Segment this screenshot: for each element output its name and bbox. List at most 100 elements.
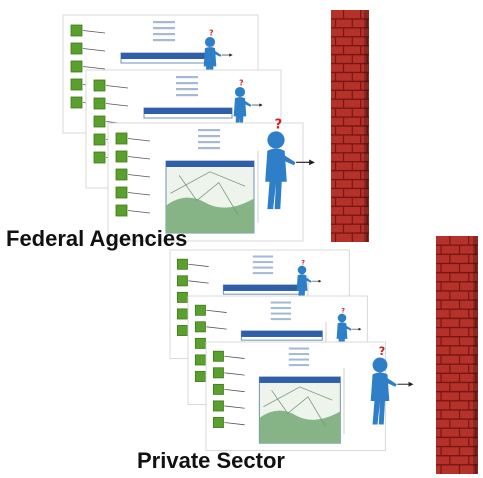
question-mark-icon: ?	[301, 258, 305, 266]
wall-shade	[473, 236, 478, 474]
server-node-icon	[176, 258, 188, 270]
window-title-bar	[121, 53, 209, 59]
node-connector	[82, 66, 106, 70]
federal-agencies-label: Federal Agencies	[6, 226, 188, 251]
server-node-icon	[115, 186, 128, 199]
person-arm	[243, 100, 252, 107]
text-line	[270, 307, 292, 310]
person-arm	[385, 377, 397, 387]
text-line	[176, 94, 198, 97]
node-connector	[224, 422, 245, 426]
node-connector	[224, 372, 245, 376]
question-mark-icon: ?	[239, 78, 243, 87]
text-line	[288, 353, 310, 356]
person-head	[372, 357, 388, 373]
text-line	[270, 318, 292, 321]
person-head	[204, 36, 216, 48]
text-line	[288, 347, 310, 350]
server-node-icon	[212, 350, 224, 362]
map-land	[166, 197, 254, 233]
server-node-icon	[194, 304, 206, 316]
node-connector	[127, 138, 151, 142]
server-node-icon	[176, 325, 188, 336]
node-connector	[127, 210, 151, 214]
node-connector	[224, 405, 245, 409]
server-node-icon	[194, 337, 206, 349]
text-line	[252, 261, 274, 264]
map-land	[259, 410, 341, 444]
arrow-head-icon	[309, 159, 315, 166]
node-connector	[224, 355, 245, 359]
window-title-bar	[223, 284, 305, 291]
window-title-bar	[259, 376, 341, 383]
server-node-icon	[115, 168, 128, 181]
text-line	[270, 312, 292, 315]
node-connector	[82, 30, 106, 34]
server-node-icon	[176, 291, 188, 303]
federal-person-front: ?	[265, 117, 315, 210]
question-mark-icon: ?	[379, 345, 385, 358]
text-line	[153, 21, 175, 24]
server-node-icon	[212, 367, 224, 379]
server-node-icon	[212, 383, 224, 395]
map-road	[263, 386, 333, 408]
server-node-icon	[212, 400, 224, 412]
server-node-icon	[194, 354, 206, 366]
map-window-icon	[143, 107, 233, 119]
server-node-icon	[70, 60, 83, 73]
server-node-icon	[115, 204, 128, 217]
person-body	[265, 148, 287, 210]
private-firewall	[436, 236, 478, 474]
text-line	[198, 129, 220, 132]
map-road	[170, 171, 246, 194]
node-connector	[206, 309, 227, 313]
node-connector	[127, 156, 151, 160]
federal-firewall	[331, 10, 369, 242]
arrow-head-icon	[358, 327, 362, 331]
window-title-bar	[144, 108, 232, 114]
private-person-front: ?	[370, 345, 414, 425]
person-head	[337, 313, 347, 323]
arrow-head-icon	[229, 53, 233, 57]
question-mark-icon: ?	[341, 306, 345, 314]
person-arm	[305, 277, 312, 283]
wall-shade	[364, 10, 369, 242]
node-connector	[82, 48, 106, 52]
question-mark-icon: ?	[209, 28, 213, 37]
text-line	[252, 266, 274, 269]
person-arm	[282, 154, 296, 166]
server-node-icon	[93, 151, 106, 164]
text-line	[198, 135, 220, 138]
node-connector	[188, 263, 209, 267]
server-node-icon	[70, 78, 83, 91]
person-head	[267, 131, 285, 149]
server-node-icon	[115, 150, 128, 163]
map-road	[178, 175, 239, 216]
text-line	[176, 76, 198, 79]
text-line	[288, 358, 310, 361]
window-title-bar	[241, 330, 323, 337]
server-node-icon	[212, 417, 224, 428]
server-node-icon	[176, 275, 188, 287]
text-line	[153, 39, 175, 42]
text-line	[270, 301, 292, 304]
node-connector	[105, 85, 129, 89]
node-connector	[127, 192, 151, 196]
text-line	[153, 33, 175, 36]
question-mark-icon: ?	[275, 117, 283, 132]
window-title-bar	[166, 161, 254, 167]
text-line	[198, 147, 220, 150]
map-road	[271, 389, 327, 427]
text-line	[176, 82, 198, 85]
map-window-icon	[240, 330, 323, 341]
arrow-head-icon	[318, 279, 322, 283]
node-connector	[206, 326, 227, 330]
map-window-icon	[120, 52, 210, 64]
text-line	[176, 88, 198, 91]
server-node-icon	[176, 308, 188, 320]
text-line	[252, 272, 274, 275]
person-arm	[213, 50, 222, 57]
person-head	[297, 265, 307, 275]
server-node-icon	[93, 79, 106, 92]
